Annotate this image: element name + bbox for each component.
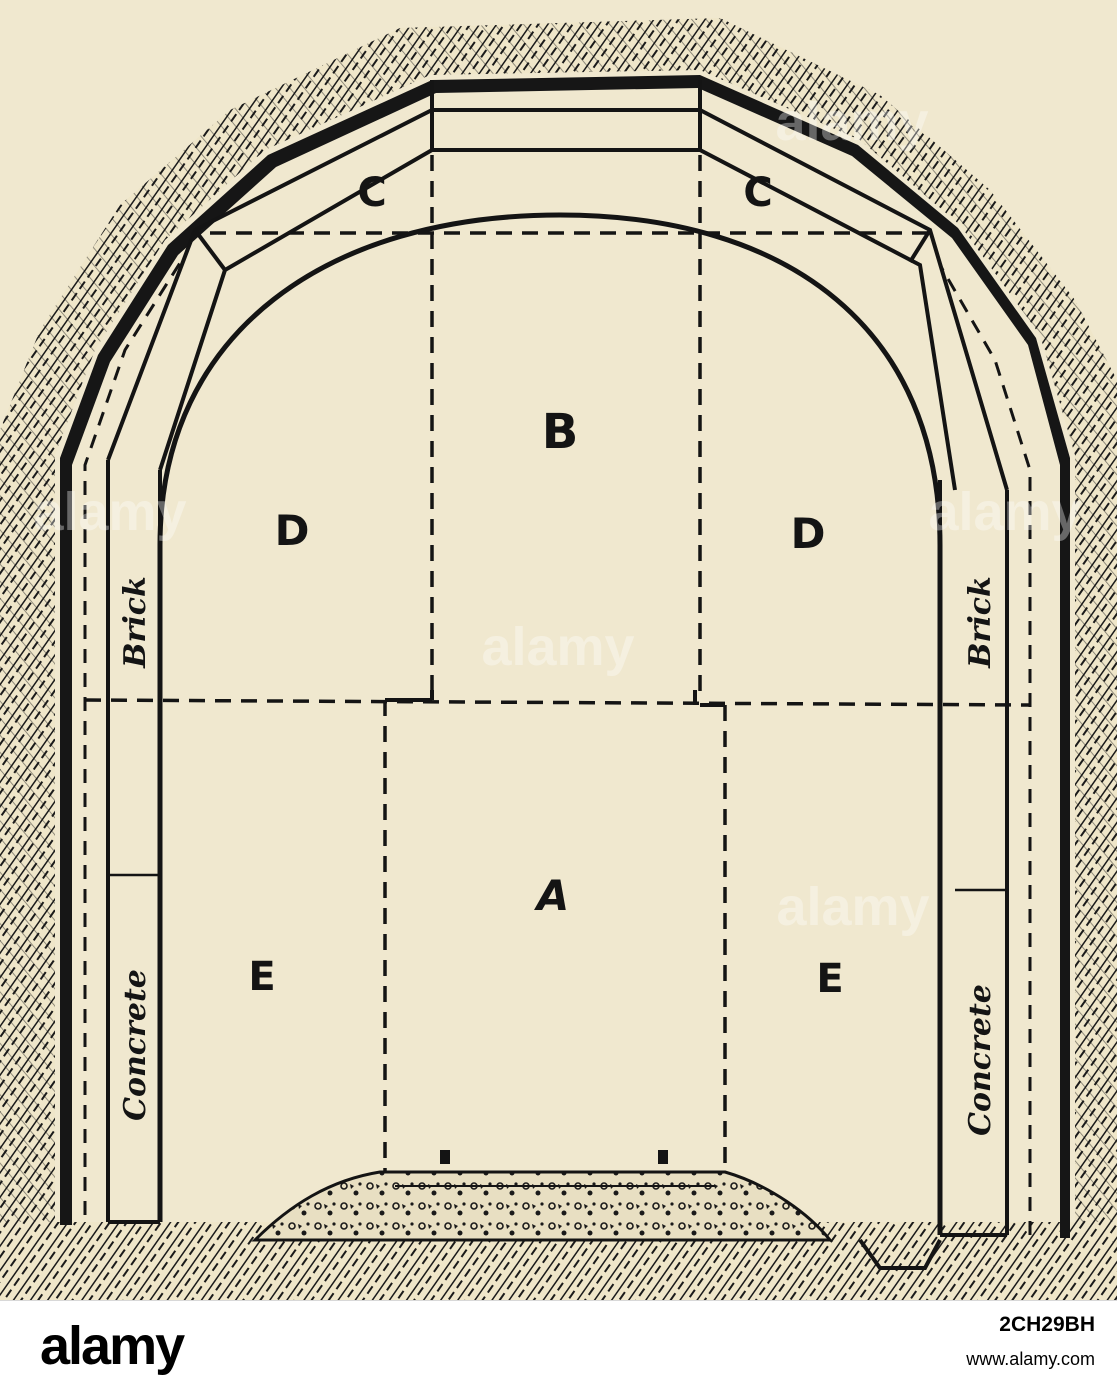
side-walls (106, 460, 1009, 1237)
label-c-right: C (743, 170, 772, 216)
label-concrete-right: Concrete (963, 984, 998, 1136)
tunnel-section-diagram: C C B D D A E E Brick Brick Concrete Con… (0, 18, 1117, 1300)
footer-url-text: www.alamy.com (966, 1349, 1095, 1369)
watermark-text: alamy (33, 482, 186, 542)
label-concrete-left: Concrete (118, 969, 153, 1121)
track-ballast (251, 1170, 834, 1242)
label-a: A (534, 871, 570, 920)
label-b: B (542, 404, 579, 460)
image-id-text: 2CH29BH (999, 1313, 1095, 1336)
lining-dashed-lines (83, 254, 1032, 1235)
label-brick-left: Brick (118, 576, 153, 669)
stock-footer-bar: alamy 2CH29BH www.alamy.com (0, 1300, 1117, 1391)
label-d-left: D (275, 506, 310, 555)
watermark-text: alamy (928, 482, 1081, 542)
watermark-layer: alamy alamy alamy alamy alamy (33, 92, 1081, 937)
watermark-text: alamy (481, 617, 634, 677)
arch-intrados (157, 212, 943, 1235)
watermark-text: alamy (775, 92, 928, 152)
label-brick-right: Brick (963, 576, 998, 669)
footer-logo: alamy (40, 1316, 185, 1376)
label-c-left: C (357, 170, 386, 216)
diagram-canvas: C C B D D A E E Brick Brick Concrete Con… (0, 18, 1117, 1300)
watermark-text: alamy (776, 877, 929, 937)
rails (440, 1150, 668, 1164)
label-e-left: E (248, 954, 275, 1000)
excavation-dashed-lines (84, 155, 1031, 1190)
label-d-right: D (791, 509, 826, 558)
crown-lining (106, 80, 1009, 491)
label-e-right: E (816, 956, 843, 1002)
